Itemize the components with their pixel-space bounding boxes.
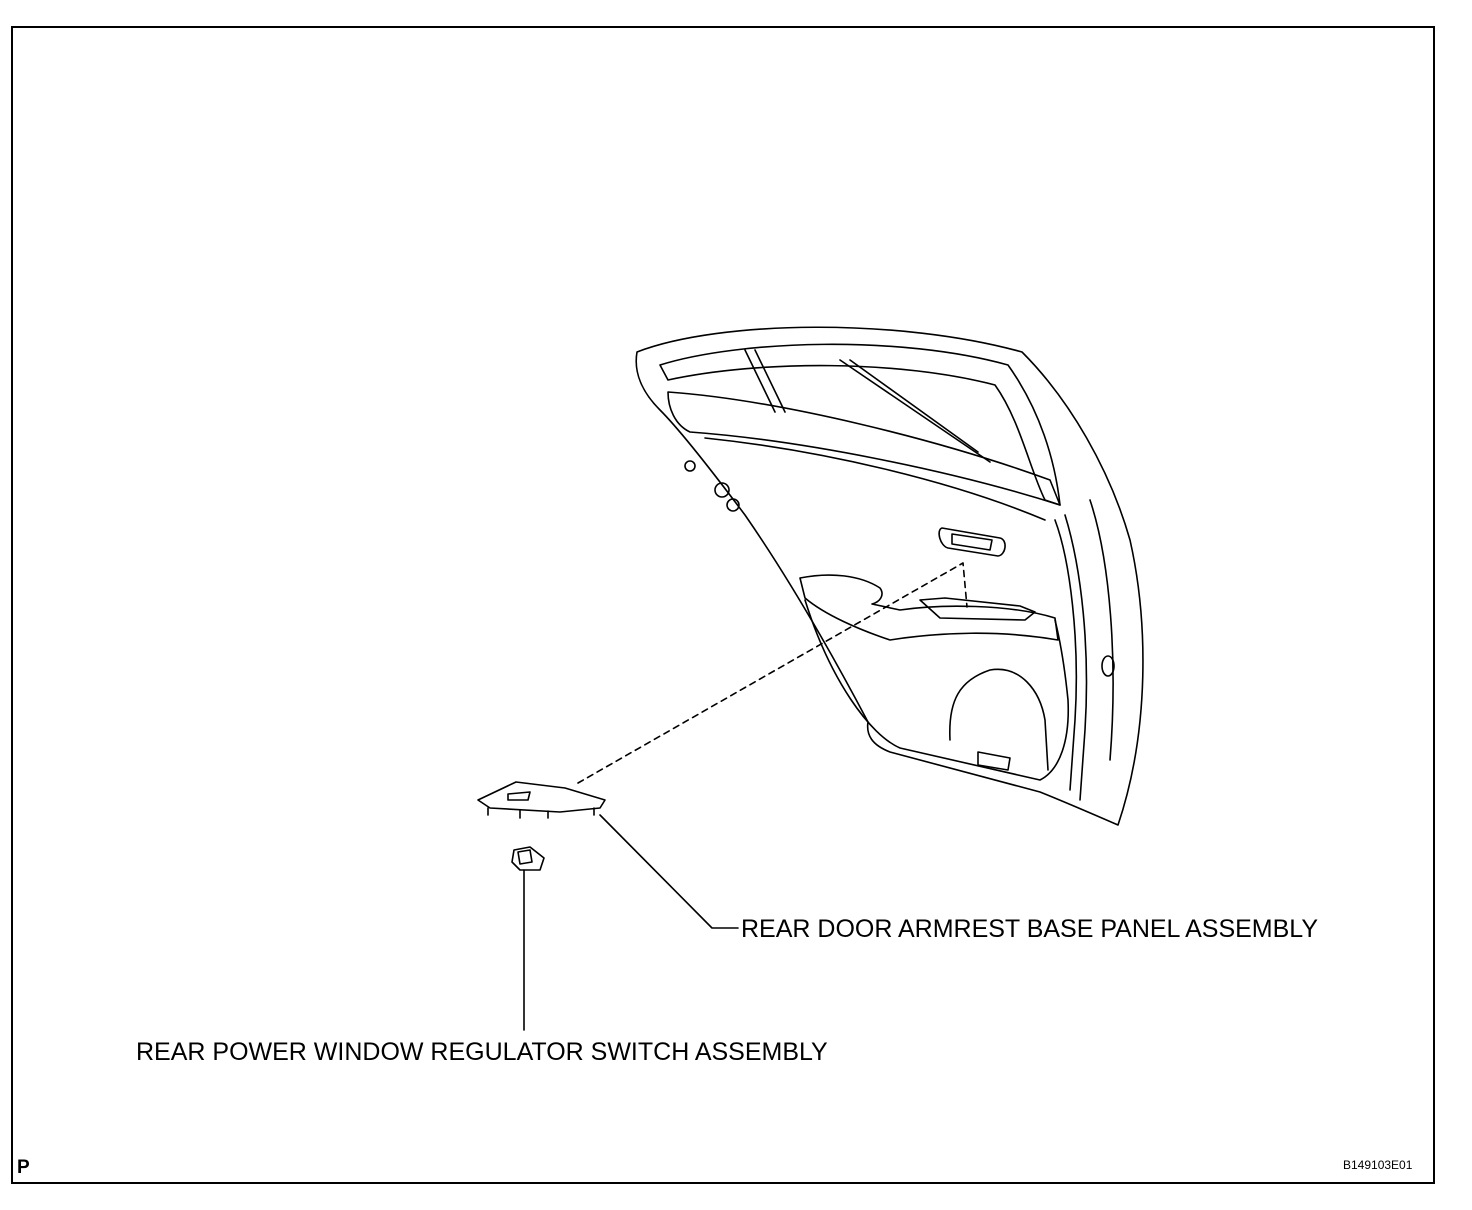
rear-door-lower-panel [804,599,1070,781]
rear-door-glass-line [744,349,776,413]
rear-door-trim-line [704,437,1046,521]
window-switch-part [511,846,545,871]
figure-code-label: B149103E01 [1343,1158,1413,1172]
view-code-label: P [17,1157,30,1178]
diagram-frame [11,26,1435,1184]
rear-door-glass-diagonal [839,359,991,463]
installation-dashed-line [577,562,968,784]
rear-door-outline [635,326,1144,826]
window-switch-label: REAR POWER WINDOW REGULATOR SWITCH ASSEM… [136,1038,828,1066]
rear-door-glass-line-2 [754,349,786,413]
rear-door-glass-diagonal-2 [849,359,979,453]
armrest-panel-label: REAR DOOR ARMREST BASE PANEL ASSEMBLY [741,915,1319,943]
rear-door-inner-handle [938,527,1006,557]
rear-door-armrest [799,574,1059,641]
rear-door-belt-trim [667,391,1061,506]
rear-door-edge-detail [1054,519,1078,791]
armrest-base-panel-part [477,781,606,813]
armrest-leader-line [599,814,739,929]
